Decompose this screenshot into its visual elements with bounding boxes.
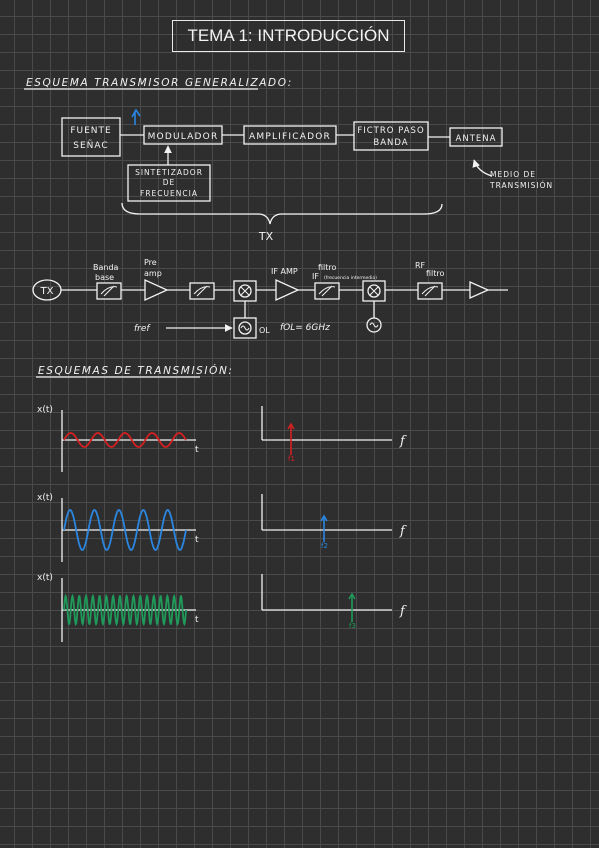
time-plot-3-xlabel: t bbox=[195, 615, 199, 625]
plot-pair-1: x(t) t f f1 bbox=[37, 405, 407, 472]
sintetizador-block bbox=[127, 164, 211, 202]
tx-brace-label: TX bbox=[258, 230, 274, 243]
time-plot-2-ylabel: x(t) bbox=[37, 493, 53, 503]
freq-plot-2-spike-head bbox=[320, 514, 328, 522]
plot-pair-3: x(t) t f f3 bbox=[37, 573, 407, 642]
fuente-senal-block bbox=[61, 117, 121, 157]
transmission-plots: x(t) t f f1 x(t) t f f2 x(t) t f f3 bbox=[37, 405, 407, 642]
tx-signal-chain: TX Banda base Pre amp fref OL fOL= 6GHz … bbox=[32, 258, 508, 339]
rf-filtro-label-2: filtro bbox=[426, 269, 445, 278]
fuente-label-2: SEÑAC bbox=[73, 140, 108, 151]
pre-amp-triangle bbox=[144, 278, 169, 302]
filtro-if-label-2: IF bbox=[312, 272, 319, 281]
freq-plot-3-xlabel: f bbox=[399, 604, 407, 619]
page-title: TEMA 1: INTRODUCCIÓN bbox=[172, 20, 405, 52]
freq-plot-2-spike-label: f2 bbox=[321, 542, 328, 550]
filtro-label-1: FICTRO PASO bbox=[357, 126, 424, 136]
antena-block bbox=[449, 127, 503, 147]
banda-base-label-1: Banda bbox=[93, 263, 119, 272]
pre-amp-label-1: Pre bbox=[144, 258, 157, 267]
ol-label: OL bbox=[259, 326, 270, 335]
time-plot-1-ylabel: x(t) bbox=[37, 405, 53, 415]
oscillator-2-circle bbox=[366, 317, 382, 333]
fref-label: fref bbox=[134, 324, 151, 334]
fuente-label-1: FUENTE bbox=[70, 126, 111, 136]
sint-label-2: DE bbox=[163, 178, 176, 187]
time-plot-1-waveform bbox=[63, 432, 187, 448]
time-plot-1-xlabel: t bbox=[195, 445, 199, 455]
section2-title: ESQUEMAS DE TRANSMISIÓN: bbox=[38, 364, 234, 377]
medio-label-1: MEDIO DE bbox=[490, 170, 536, 179]
time-plot-2-xlabel: t bbox=[195, 535, 199, 545]
if-amp-label: IF AMP bbox=[271, 267, 298, 276]
pre-amp-label-2: amp bbox=[144, 269, 162, 278]
sint-label-3: FRECUENCIA bbox=[140, 189, 198, 198]
freq-plot-3-spike-head bbox=[348, 592, 356, 600]
amplificador-label: AMPLIFICADOR bbox=[249, 132, 331, 142]
if-amp-triangle bbox=[275, 278, 300, 302]
freq-plot-3-spike-label: f3 bbox=[349, 622, 356, 630]
freq-plot-2-xlabel: f bbox=[399, 524, 407, 539]
antena-label: ANTENA bbox=[456, 134, 497, 144]
sint-label-1: SINTETIZADOR bbox=[135, 168, 203, 177]
freq-plot-1-spike-head bbox=[287, 422, 295, 430]
filtro-paso-banda-block bbox=[353, 121, 429, 151]
time-plot-3-waveform bbox=[63, 593, 187, 627]
fol-label: fOL= 6GHz bbox=[280, 323, 330, 333]
tx-brace bbox=[121, 202, 443, 225]
section1-title: ESQUEMA TRANSMISOR GENERALIZADO: bbox=[26, 77, 293, 89]
filtro-if-note: (frecuencia intermedia) bbox=[324, 275, 377, 281]
blue-mark bbox=[131, 108, 141, 125]
banda-base-label-2: base bbox=[95, 273, 114, 282]
freq-plot-1-xlabel: f bbox=[399, 434, 407, 449]
plot-pair-2: x(t) t f f2 bbox=[37, 493, 407, 562]
filtro-label-2: BANDA bbox=[373, 138, 408, 148]
generalized-transmitter-diagram: FUENTE SEÑAC MODULADOR AMPLIFICADOR FICT… bbox=[61, 108, 553, 243]
filtro-if-label-1: filtro bbox=[318, 263, 337, 272]
time-plot-2-waveform bbox=[63, 509, 187, 551]
modulador-label: MODULADOR bbox=[148, 132, 219, 142]
time-plot-3-ylabel: x(t) bbox=[37, 573, 53, 583]
tx-circle-label: TX bbox=[40, 286, 54, 297]
output-amp-triangle bbox=[469, 280, 490, 300]
section1-heading: ESQUEMA TRANSMISOR GENERALIZADO: bbox=[24, 77, 293, 90]
freq-plot-1-spike-label: f1 bbox=[288, 455, 295, 463]
section2-heading: ESQUEMAS DE TRANSMISIÓN: bbox=[36, 364, 234, 378]
medio-label-2: TRANSMISIÓN bbox=[489, 181, 553, 190]
rf-filtro-label-1: RF bbox=[415, 261, 426, 270]
